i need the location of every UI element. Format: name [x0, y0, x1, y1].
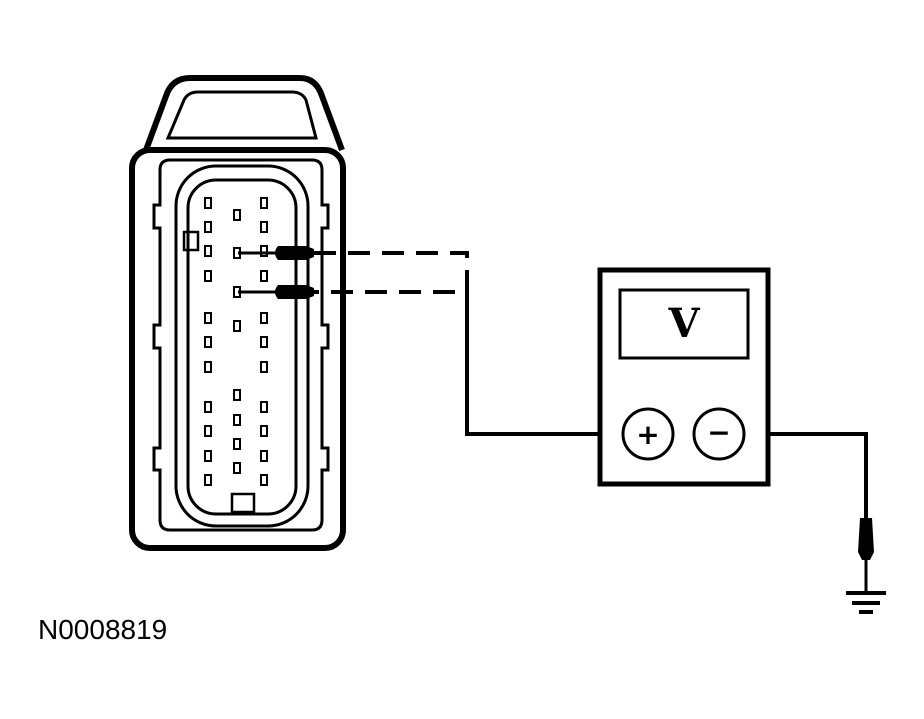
connector-body — [129, 147, 346, 551]
connector-pin — [204, 361, 212, 373]
connector-pin — [204, 312, 212, 324]
connector-pin — [260, 312, 268, 324]
connector-pin — [204, 474, 212, 486]
ground-probe — [858, 518, 874, 560]
connector-pin — [260, 474, 268, 486]
voltmeter-display-symbol: V — [667, 300, 700, 347]
connector-pin — [204, 401, 212, 413]
connector-pin — [204, 221, 212, 233]
negative-terminal-symbol: − — [707, 416, 730, 449]
connector-pin — [233, 389, 241, 401]
positive-lead — [465, 292, 622, 436]
connector-pin — [233, 320, 241, 332]
ground — [846, 518, 886, 614]
connector-pin — [260, 221, 268, 233]
connector-pin — [233, 414, 241, 426]
connector-pin — [204, 270, 212, 282]
figure-id-label: N0008819 — [38, 614, 168, 645]
connector-pin — [260, 336, 268, 348]
polarization-key — [182, 230, 200, 252]
connector-shell — [152, 158, 330, 532]
voltmeter-display — [618, 288, 750, 360]
connector-pin — [233, 438, 241, 450]
connector-pin — [233, 462, 241, 474]
ground-icon — [846, 591, 886, 614]
connector — [129, 75, 346, 551]
negative-lead — [746, 432, 868, 520]
positive-terminal-symbol: + — [636, 418, 659, 451]
test-probes — [238, 246, 314, 299]
positive-terminal — [621, 407, 675, 461]
connector-pin — [260, 425, 268, 437]
dashed-jumper-lead — [314, 251, 469, 294]
connector-latch — [143, 75, 345, 152]
pin-cavity-outer — [174, 164, 310, 528]
connector-latch-window — [165, 90, 318, 140]
connector-pin — [233, 209, 241, 221]
connector-pin — [204, 336, 212, 348]
connector-pin — [260, 197, 268, 209]
connector-pin — [204, 197, 212, 209]
voltmeter: V + − — [597, 267, 771, 487]
probe-upper-body — [275, 246, 314, 260]
test-leads — [314, 251, 868, 520]
pin-grid — [204, 197, 268, 486]
connector-pin — [260, 401, 268, 413]
connector-pin — [204, 450, 212, 462]
probe-lower-body — [275, 285, 314, 299]
pin-cavity-inner — [186, 178, 298, 516]
connector-pin — [260, 270, 268, 282]
connector-bottom-tab — [230, 492, 256, 514]
negative-terminal — [692, 407, 746, 461]
connector-pin — [260, 450, 268, 462]
connector-pin — [260, 361, 268, 373]
connector-pin — [204, 245, 212, 257]
connector-pin — [260, 245, 268, 257]
connector-pin — [204, 425, 212, 437]
